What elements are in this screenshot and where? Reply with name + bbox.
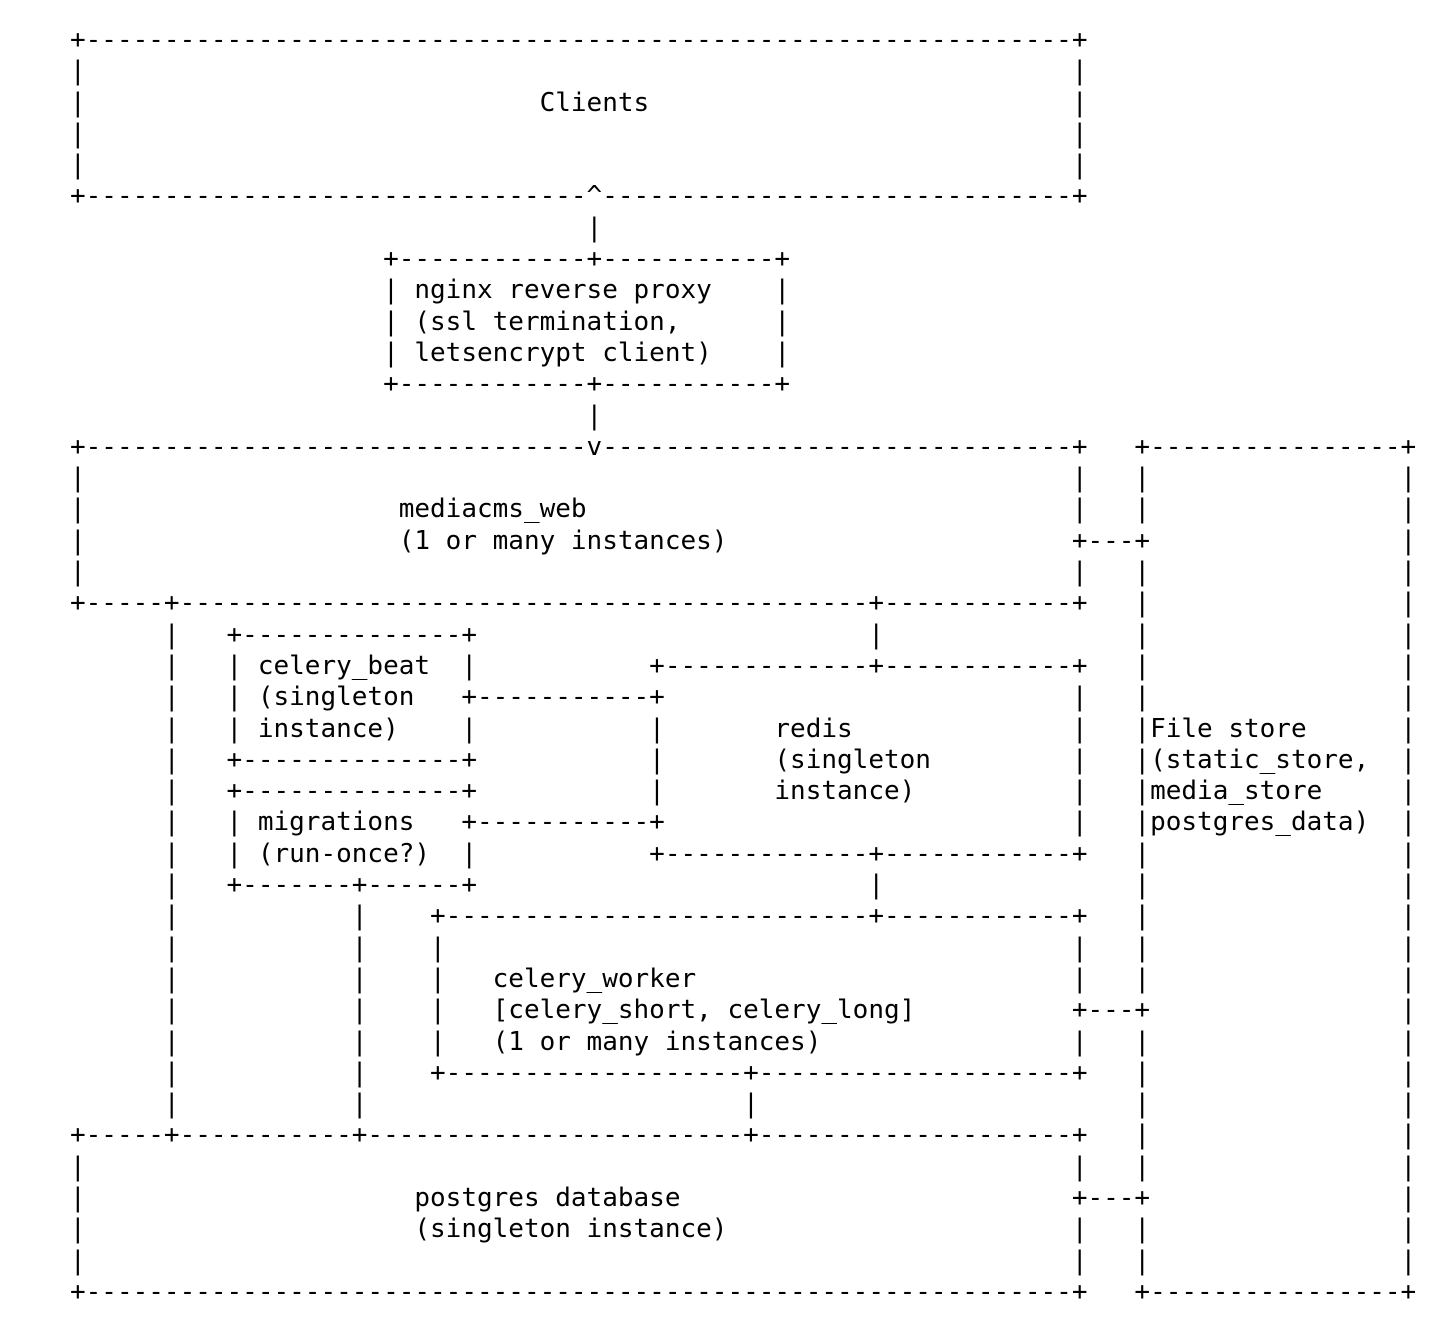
ascii-architecture-page: +---------------------------------------… (70, 25, 1417, 1307)
architecture-ascii-diagram: +---------------------------------------… (70, 25, 1417, 1307)
